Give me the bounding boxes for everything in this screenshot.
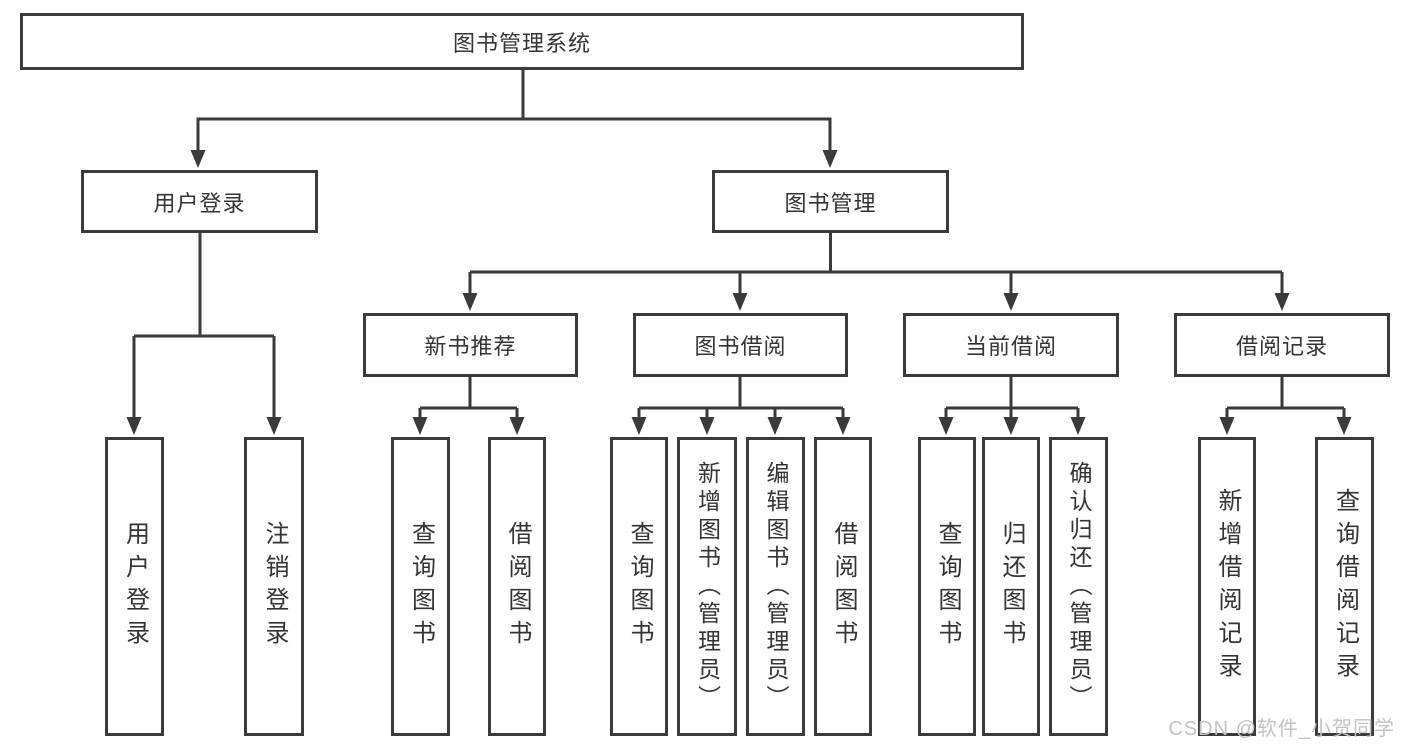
node-label: 归还图书 [998, 520, 1025, 653]
node-leaf-confirm-return-admin: 确认归还（管理员） [1049, 437, 1108, 736]
node-label: 查询图书 [626, 520, 653, 653]
node-label: 查询借阅记录 [1331, 487, 1359, 686]
node-label: 借阅图书 [830, 520, 857, 653]
node-label: 查询图书 [407, 520, 435, 653]
node-current-borrowing: 当前借阅 [903, 313, 1119, 377]
node-leaf-query-books-borrowing: 查询图书 [610, 437, 668, 736]
node-leaf-borrow-books-borrowing: 借阅图书 [814, 437, 872, 736]
node-leaf-borrow-books-recommend: 借阅图书 [488, 437, 546, 736]
node-label: 用户登录 [153, 190, 246, 216]
node-borrowing-records: 借阅记录 [1174, 313, 1390, 377]
node-label: 注销登录 [261, 520, 288, 653]
csdn-watermark: CSDN @软件_小贺同学 [1168, 718, 1395, 740]
node-leaf-query-books-current: 查询图书 [918, 437, 976, 736]
node-leaf-add-books-admin: 新增图书（管理员） [677, 437, 737, 736]
node-label: 用户登录 [121, 520, 149, 653]
node-library-management-system: 图书管理系统 [20, 13, 1024, 70]
node-leaf-logout: 注销登录 [244, 437, 304, 736]
node-label: 图书管理 [784, 190, 877, 216]
node-label: 新增借阅记录 [1214, 487, 1241, 686]
node-leaf-query-borrow-record: 查询借阅记录 [1315, 437, 1374, 736]
node-book-management: 图书管理 [712, 170, 949, 233]
node-label: 图书借阅 [694, 334, 787, 359]
node-label: 查询图书 [934, 520, 961, 653]
node-leaf-query-books-recommend: 查询图书 [391, 437, 450, 736]
node-label: 借阅图书 [504, 520, 531, 653]
node-label: 编辑图书（管理员） [763, 460, 789, 713]
node-label: 借阅记录 [1235, 334, 1328, 359]
node-label: 图书管理系统 [452, 30, 591, 56]
node-leaf-edit-books-admin: 编辑图书（管理员） [746, 437, 805, 736]
node-leaf-user-login: 用户登录 [105, 437, 164, 736]
node-label: 新增图书（管理员） [694, 460, 721, 713]
node-new-book-recommendation: 新书推荐 [363, 313, 578, 377]
node-book-borrowing: 图书借阅 [633, 313, 848, 377]
node-label: 确认归还（管理员） [1066, 460, 1092, 713]
node-user-login: 用户登录 [81, 170, 318, 233]
node-label: 当前借阅 [964, 334, 1057, 359]
node-label: 新书推荐 [424, 334, 517, 359]
node-leaf-return-books: 归还图书 [982, 437, 1040, 736]
node-leaf-add-borrow-record: 新增借阅记录 [1198, 437, 1256, 736]
